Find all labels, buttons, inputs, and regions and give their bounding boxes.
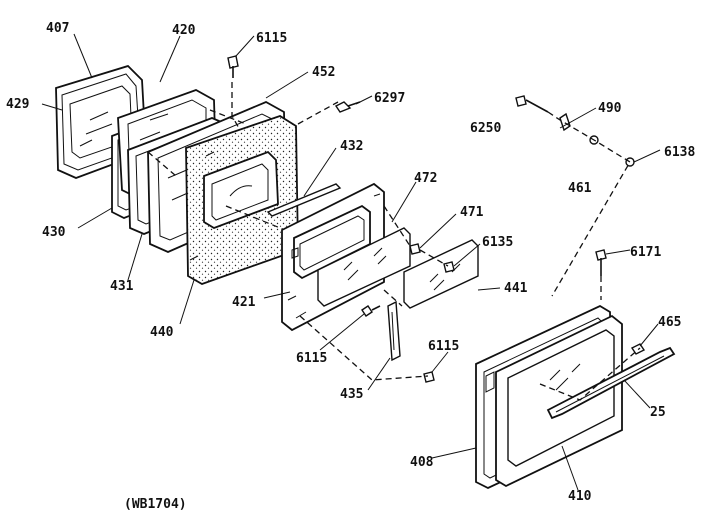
callout-429: 429 — [6, 97, 29, 112]
part-435-bracket — [387, 300, 401, 362]
footer-code: (WB1704) — [124, 497, 187, 512]
callout-440: 440 — [150, 325, 174, 340]
clip-471-icon — [409, 243, 421, 255]
callout-6115: 6115 — [256, 31, 287, 46]
callout-430: 430 — [42, 225, 66, 240]
part-421-inner-door — [281, 182, 385, 332]
callout-472: 472 — [414, 171, 437, 186]
callout-432: 432 — [340, 139, 363, 154]
screw-6135-icon — [443, 261, 455, 273]
callout-6135: 6135 — [482, 235, 513, 250]
part-432-strip — [266, 183, 342, 217]
callout-6171: 6171 — [630, 245, 661, 260]
callout-435: 435 — [340, 387, 363, 402]
callout-465: 465 — [658, 315, 681, 330]
screw-6115-top-icon — [227, 55, 239, 78]
screw-6115-bottom-icon — [423, 371, 435, 383]
callout-6250: 6250 — [470, 121, 501, 136]
callout-490: 490 — [598, 101, 622, 116]
callout-6297: 6297 — [374, 91, 405, 106]
screw-6250-icon — [515, 95, 549, 113]
callout-6138: 6138 — [664, 145, 695, 160]
screw-6171-icon — [595, 249, 607, 276]
callout-461: 461 — [568, 181, 592, 196]
part-472-glass — [317, 227, 411, 307]
callout-410: 410 — [568, 489, 592, 504]
callout-408: 408 — [410, 455, 434, 470]
callout-471: 471 — [460, 205, 484, 220]
screw-6115-lower-icon — [361, 305, 381, 317]
callout-labels: 407 420 6115 452 6297 429 432 472 471 61… — [6, 21, 695, 504]
leader-lines — [41, 33, 661, 491]
callout-421: 421 — [232, 295, 256, 310]
callout-431: 431 — [110, 279, 134, 294]
callout-407: 407 — [46, 21, 69, 36]
callout-441: 441 — [504, 281, 528, 296]
part-410-door-panel — [485, 314, 623, 488]
part-6138-washer-icon — [625, 157, 635, 167]
callout-6115: 6115 — [296, 351, 327, 366]
callout-420: 420 — [172, 23, 196, 38]
callout-25: 25 — [650, 405, 666, 420]
callout-6115: 6115 — [428, 339, 459, 354]
callout-452: 452 — [312, 65, 335, 80]
